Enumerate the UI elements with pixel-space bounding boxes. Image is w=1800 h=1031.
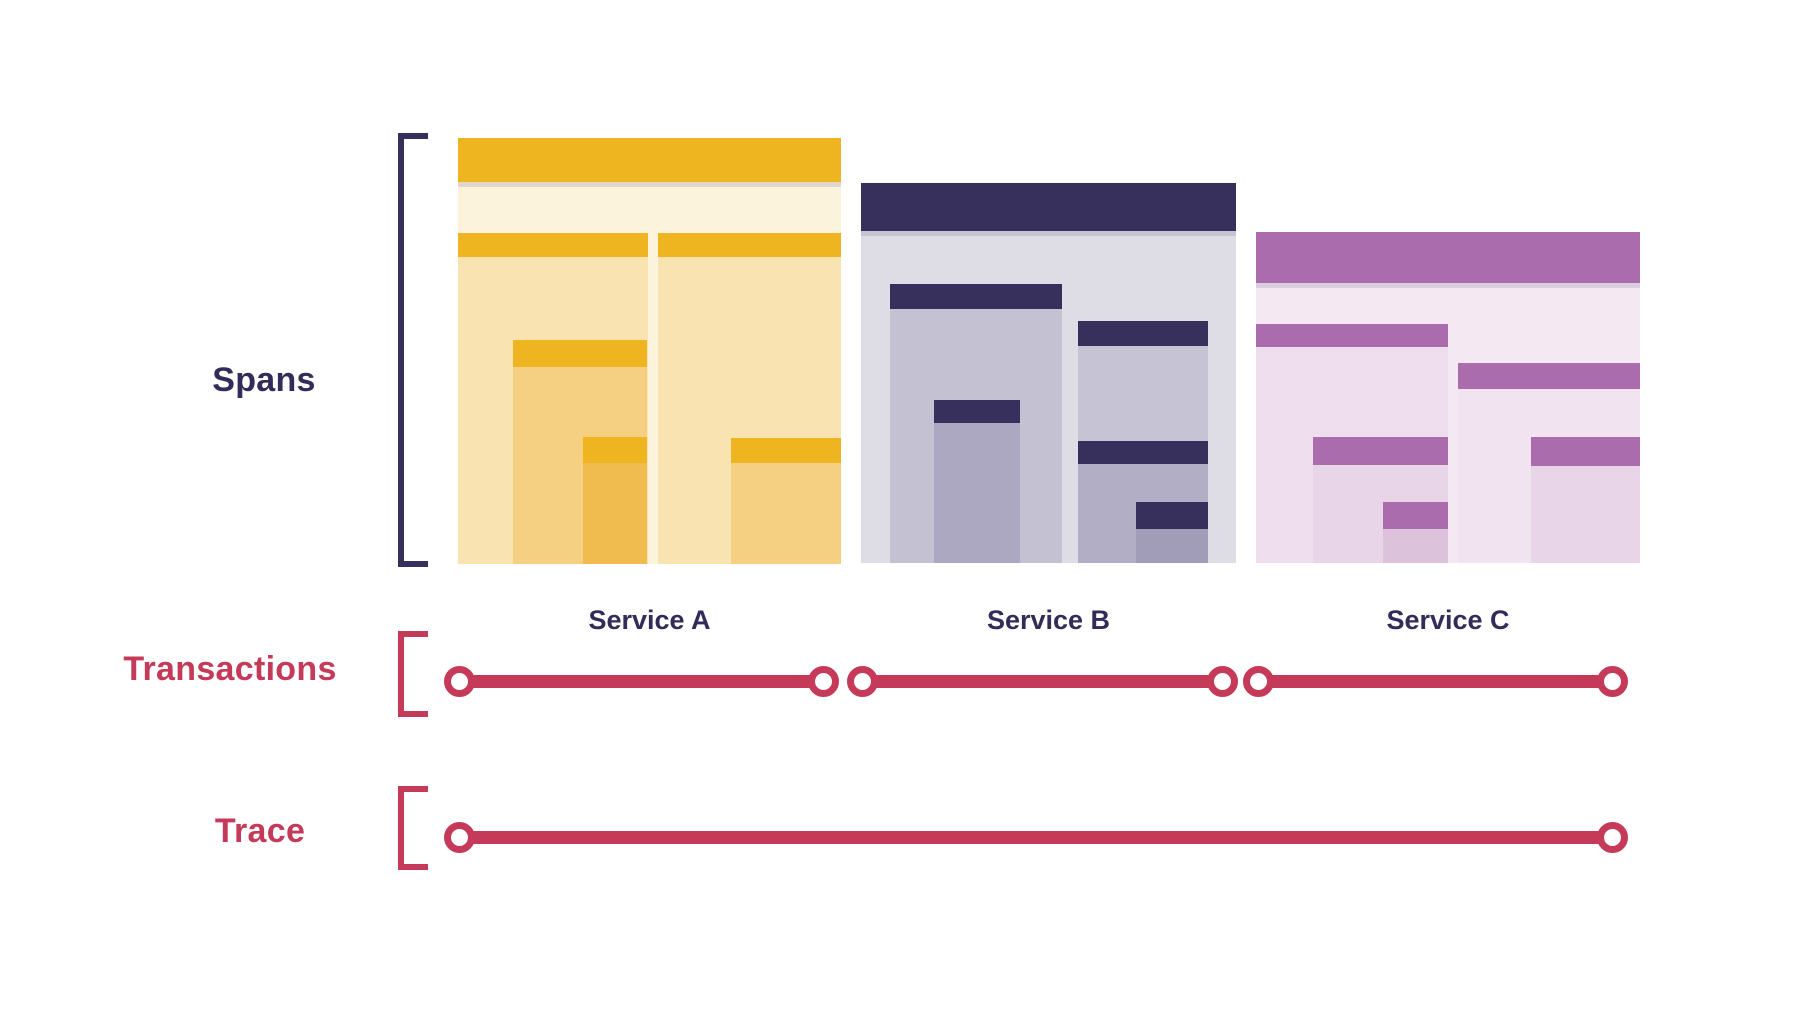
span-bar [890,284,1062,309]
trace-label: Trace [214,812,306,850]
bracket-foot-bottom [398,864,428,870]
trace-bracket [398,786,428,870]
transaction-line-3 [1258,674,1612,688]
trace-line-1 [459,830,1612,844]
span-body [1531,466,1640,563]
span-bar [513,340,647,367]
span-bar [1458,363,1640,389]
service-b-root-span-bar [861,183,1236,231]
span-bar [731,438,841,463]
span-bar [934,400,1020,423]
service-c-block [1256,232,1640,563]
bracket-vertical [398,786,404,870]
span-bar [583,437,647,463]
bracket-foot-bottom [398,561,428,567]
span-bar [1078,441,1208,464]
bracket-foot-top [398,133,428,139]
bracket-vertical [398,133,404,567]
transaction-endpoint-circle [807,665,839,697]
service-b-span-2 [934,400,1020,563]
span-body [934,423,1020,563]
transaction-endpoint-circle [846,665,878,697]
span-body [583,463,647,564]
service-c-span-3 [1383,502,1448,563]
bracket-foot-top [398,786,428,792]
transaction-endpoint-circle [1242,665,1274,697]
service-a-label: Service A [588,605,711,635]
span-body [731,463,841,564]
transactions-label: Transactions [123,650,337,688]
transaction-endpoint-circle [1206,665,1238,697]
span-bar [658,233,841,257]
transaction-endpoint-circle [1596,665,1628,697]
span-bar [1256,324,1448,347]
span-body [1136,529,1208,563]
span-bar [1078,321,1208,346]
transaction-endpoint-circle [443,665,475,697]
service-b-span-5 [1136,502,1208,563]
service-c-label: Service C [1386,605,1510,635]
trace-endpoint-circle [1596,821,1628,853]
bracket-foot-top [398,631,428,637]
transactions-bracket [398,631,428,717]
bracket-vertical [398,631,404,717]
service-c-span-5 [1531,437,1640,563]
span-bar [1383,502,1448,529]
span-bar [1531,437,1640,466]
span-bar [458,233,648,257]
service-b-label: Service B [986,605,1111,635]
span-bar [1136,502,1208,529]
service-a-span-3 [583,437,647,564]
service-a-root-span-bar [458,138,841,182]
transaction-line-1 [459,674,823,688]
service-b-block [861,183,1236,563]
spans-label: Spans [212,361,316,399]
transaction-line-2 [862,674,1222,688]
service-a-span-5 [731,438,841,564]
bracket-foot-bottom [398,711,428,717]
service-c-root-span-bar [1256,232,1640,283]
trace-endpoint-circle [443,821,475,853]
service-a-block [458,138,841,564]
span-body [1383,529,1448,563]
span-bar [1313,437,1448,465]
spans-bracket [398,133,428,567]
